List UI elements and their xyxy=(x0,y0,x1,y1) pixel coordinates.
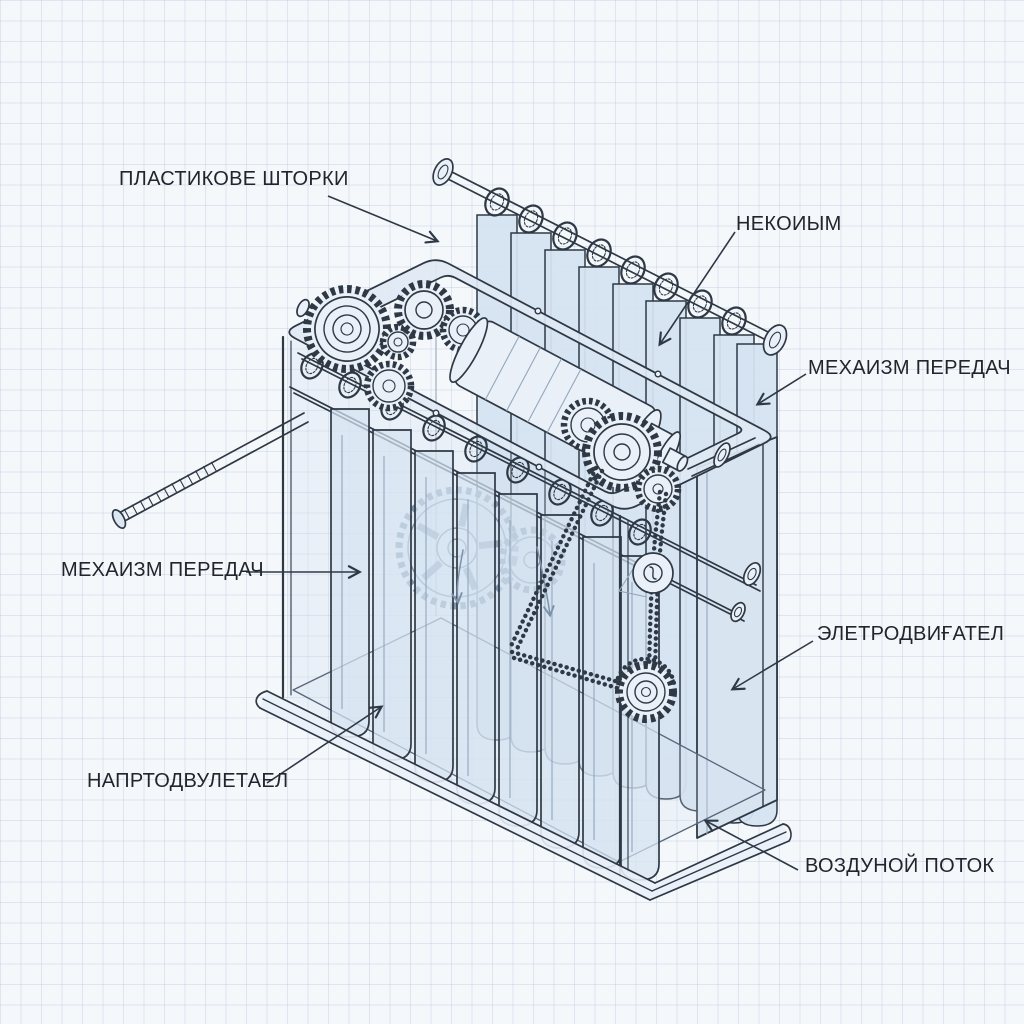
label-airflow: ВОЗДУНОЙ ПОТОК xyxy=(805,855,995,877)
label-rings: НЕКОИЫМ xyxy=(736,213,842,235)
right-shaft xyxy=(687,437,760,477)
leader-arrow-rings xyxy=(660,231,736,344)
leader-arrow-airflow xyxy=(706,821,799,871)
label-gear-left: МЕХАИЗМ ПЕРЕДАЧ xyxy=(61,559,264,581)
gear-small-b xyxy=(394,280,454,340)
label-drive: НАПРТОДВУЛЕТАЕЛ xyxy=(87,770,289,792)
rod-rings xyxy=(484,187,747,336)
frame-screws xyxy=(432,307,662,471)
bottom-sprocket xyxy=(615,661,677,723)
threads xyxy=(123,461,217,519)
leader-arrow-gear-right xyxy=(758,373,807,404)
rail-gear xyxy=(363,360,415,412)
label-plastic-strips: ПЛАСТИКОВЕ ШТОРКИ xyxy=(119,168,349,190)
front-strip-curtains xyxy=(330,408,660,881)
drive-mechanism xyxy=(296,280,760,513)
leader-arrow-drive xyxy=(266,707,381,784)
gear-right-a xyxy=(582,412,662,492)
drive-chain xyxy=(507,465,677,697)
tension-pulley xyxy=(618,552,674,598)
gear-small-a xyxy=(379,323,417,361)
threaded-rod xyxy=(111,412,309,529)
rod-end-cap-left xyxy=(432,158,454,186)
rod-end-cap-right xyxy=(762,324,788,356)
label-motor: ЭЛЕТРОДВИҒАТЕЛ xyxy=(817,623,1005,645)
leader-arrow-plastic-strips xyxy=(327,195,437,241)
leader-arrows xyxy=(246,195,814,871)
label-gear-right: МЕХАИЗМ ПЕРЕДАЧ xyxy=(808,357,1011,379)
front-left-post xyxy=(281,335,292,699)
flow-arrows xyxy=(457,546,550,615)
curtain-rod xyxy=(432,158,788,356)
leader-arrow-motor xyxy=(733,640,814,689)
base-plinth xyxy=(255,690,792,901)
